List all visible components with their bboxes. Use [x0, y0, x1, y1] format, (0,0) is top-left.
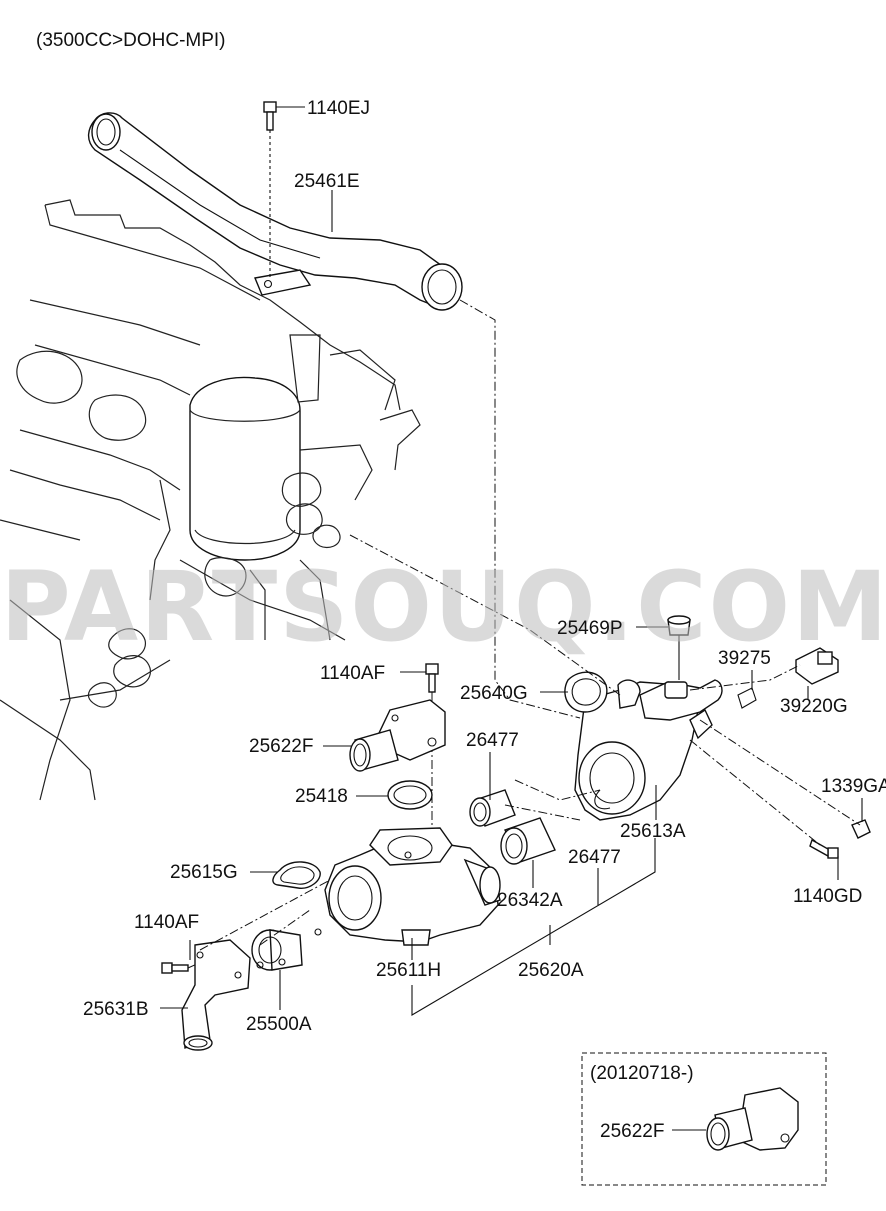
inset-revision-box: [581, 1052, 827, 1186]
label-39275: 39275: [718, 648, 771, 669]
label-26477-a: 26477: [466, 730, 519, 751]
label-25622F-inset: 25622F: [600, 1121, 664, 1142]
label-25469P: 25469P: [557, 618, 623, 639]
label-25461E: 25461E: [294, 171, 360, 192]
thermostat-25500A: [251, 929, 303, 971]
clip-39275: [737, 687, 757, 709]
label-1140EJ: 1140EJ: [307, 98, 370, 119]
assembly-centerlines: [199, 299, 861, 951]
label-25500A: 25500A: [246, 1014, 312, 1035]
leader-lines: [160, 106, 863, 1131]
gasket-25640G: [564, 671, 608, 713]
housing-25611H: [314, 827, 501, 946]
bolt-1140GD: [809, 838, 839, 859]
label-25615G: 25615G: [170, 862, 238, 883]
label-25631B: 25631B: [83, 999, 149, 1020]
seal-26477-a: [469, 789, 516, 827]
nut-1339GA: [851, 819, 871, 839]
label-25640G: 25640G: [460, 683, 528, 704]
label-1140AF-bottom: 1140AF: [134, 912, 199, 933]
label-25620A: 25620A: [518, 960, 584, 981]
label-25418: 25418: [295, 786, 348, 807]
pipe-26342A: [500, 817, 556, 865]
housing-25613A: [574, 679, 723, 821]
gasket-25615G: [272, 861, 321, 889]
label-25611H: 25611H: [376, 960, 441, 981]
engine-block-outline: [0, 199, 421, 801]
label-1140GD: 1140GD: [793, 886, 862, 907]
engine-variant-header: (3500CC>DOHC-MPI): [36, 30, 226, 51]
label-26342A: 26342A: [497, 890, 563, 911]
cap-25469P: [667, 615, 691, 680]
label-25613A: 25613A: [620, 821, 686, 842]
oring-25418: [387, 780, 433, 810]
outlet-25622F: [349, 699, 446, 772]
label-1140AF-top: 1140AF: [320, 663, 385, 684]
label-1339GA: 1339GA: [821, 776, 886, 797]
bolt-1140EJ: [263, 101, 277, 280]
inset-date-label: (20120718-): [590, 1063, 694, 1084]
label-25622F: 25622F: [249, 736, 313, 757]
label-26477-b: 26477: [568, 847, 621, 868]
watermark-text: PARTSOUQ.COM: [0, 551, 886, 663]
sensor-39220G: [795, 647, 839, 685]
label-39220G: 39220G: [780, 696, 848, 717]
inlet-25631B: [181, 939, 251, 1051]
water-pipe-25461E: [87, 112, 463, 311]
